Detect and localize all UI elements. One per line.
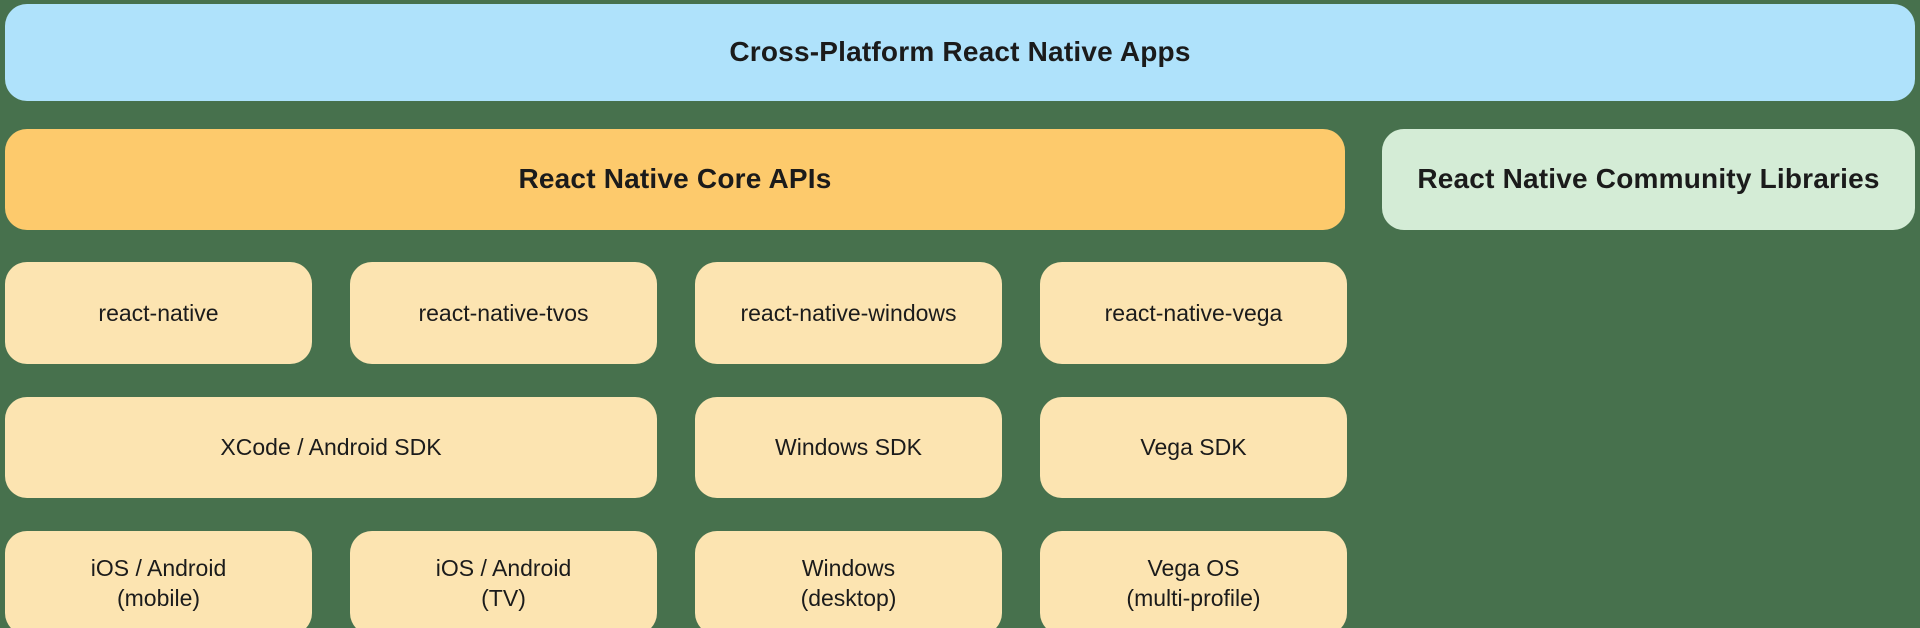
box-react-native-tvos: react-native-tvos	[350, 262, 657, 364]
layer-react-native-community-libraries: React Native Community Libraries	[1382, 129, 1915, 230]
box-windows-sdk: Windows SDK	[695, 397, 1002, 498]
layer-cross-platform-apps: Cross-Platform React Native Apps	[5, 4, 1915, 101]
box-react-native: react-native	[5, 262, 312, 364]
box-ios-android-mobile: iOS / Android (mobile)	[5, 531, 312, 628]
box-xcode-android-sdk: XCode / Android SDK	[5, 397, 657, 498]
box-react-native-windows: react-native-windows	[695, 262, 1002, 364]
box-react-native-vega: react-native-vega	[1040, 262, 1347, 364]
box-vega-sdk: Vega SDK	[1040, 397, 1347, 498]
box-windows-desktop: Windows (desktop)	[695, 531, 1002, 628]
box-vega-os-multi-profile: Vega OS (multi-profile)	[1040, 531, 1347, 628]
box-ios-android-tv: iOS / Android (TV)	[350, 531, 657, 628]
layer-react-native-core-apis: React Native Core APIs	[5, 129, 1345, 230]
